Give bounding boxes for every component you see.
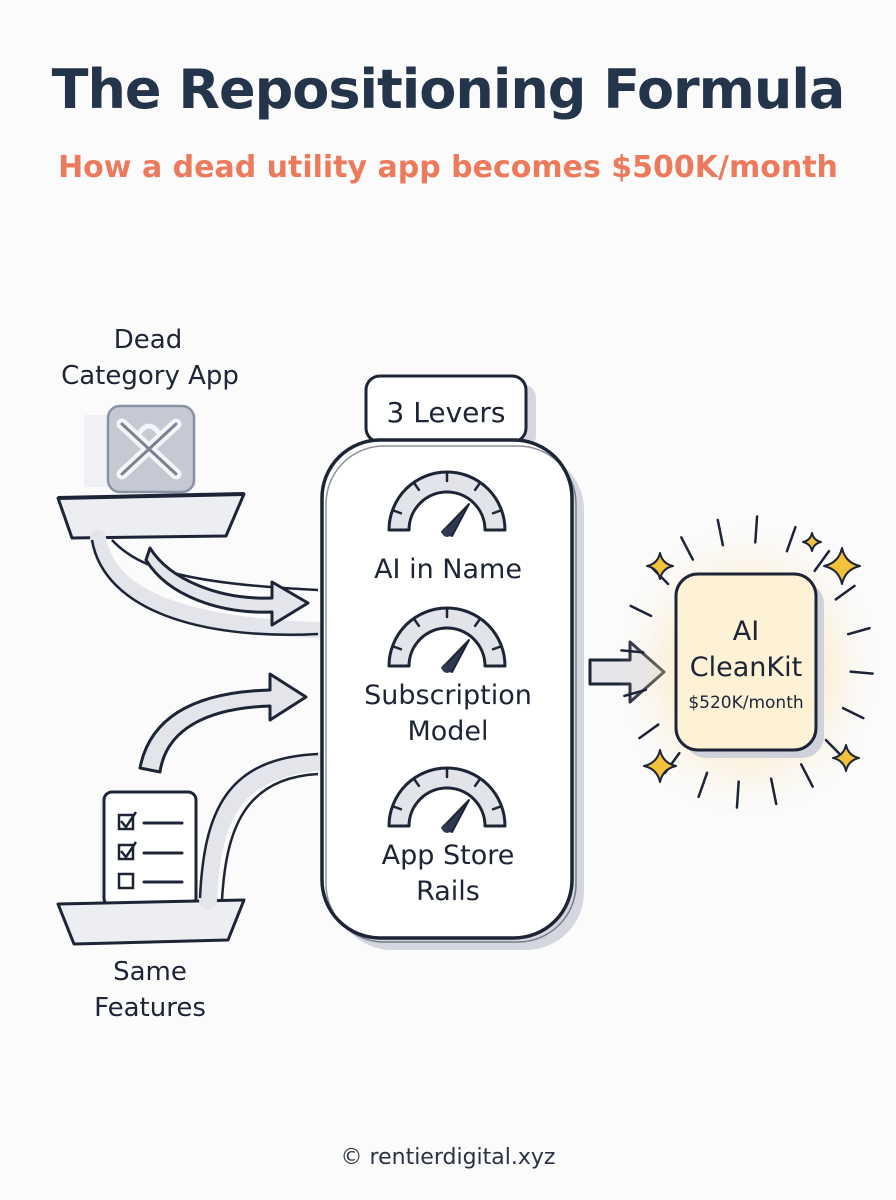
lever-app-store-label-line2: Rails <box>416 876 480 907</box>
lever-subscription-label-line2: Model <box>407 716 488 747</box>
lever-subscription-label-line1: Subscription <box>364 680 532 711</box>
output-app-card <box>674 572 818 752</box>
output-app-revenue: $520K/month <box>688 693 803 713</box>
sparkle-icon <box>643 749 677 783</box>
same-features-tray <box>56 898 246 946</box>
same-features-label-line2: Features <box>94 993 206 1023</box>
output-app-name-line1: AI <box>733 616 759 647</box>
lever-ai-in-name-label: AI in Name <box>374 554 522 585</box>
dead-app-label-line1: Dead <box>114 325 182 355</box>
dead-app-tray <box>56 492 246 540</box>
sparkle-icon <box>832 744 860 772</box>
sparkle-icon <box>646 552 674 580</box>
page-title: The Repositioning Formula <box>51 58 846 121</box>
dead-app-label-line2: Category App <box>61 361 239 391</box>
ai-in-name-gauge-icon <box>387 470 507 537</box>
same-features-label-line1: Same <box>113 957 187 987</box>
levers-header: 3 Levers <box>387 396 506 429</box>
same-features: Same Features <box>56 790 246 1023</box>
footer-credit: © rentierdigital.xyz <box>340 1145 556 1170</box>
levers-panel: 3 Levers AI in Name Subscription Model A… <box>320 374 584 950</box>
sparkle-icon <box>802 532 822 552</box>
subscription-gauge-icon <box>387 606 507 673</box>
dead-category-app: Dead Category App <box>56 325 246 540</box>
dead-app-icon <box>84 404 196 494</box>
sparkle-icon <box>823 547 861 585</box>
levers-capsule <box>320 438 574 940</box>
output-app-name-line2: CleanKit <box>690 652 802 683</box>
output-app: AI CleanKit $520K/month <box>616 515 880 818</box>
page-subtitle: How a dead utility app becomes $500K/mon… <box>58 150 838 185</box>
lever-app-store-label-line1: App Store <box>382 840 515 871</box>
checklist-icon <box>100 790 198 912</box>
dead-app-to-levers-arrow <box>90 530 326 638</box>
features-to-levers-arrow <box>138 672 327 909</box>
app-store-gauge-icon <box>387 766 507 833</box>
